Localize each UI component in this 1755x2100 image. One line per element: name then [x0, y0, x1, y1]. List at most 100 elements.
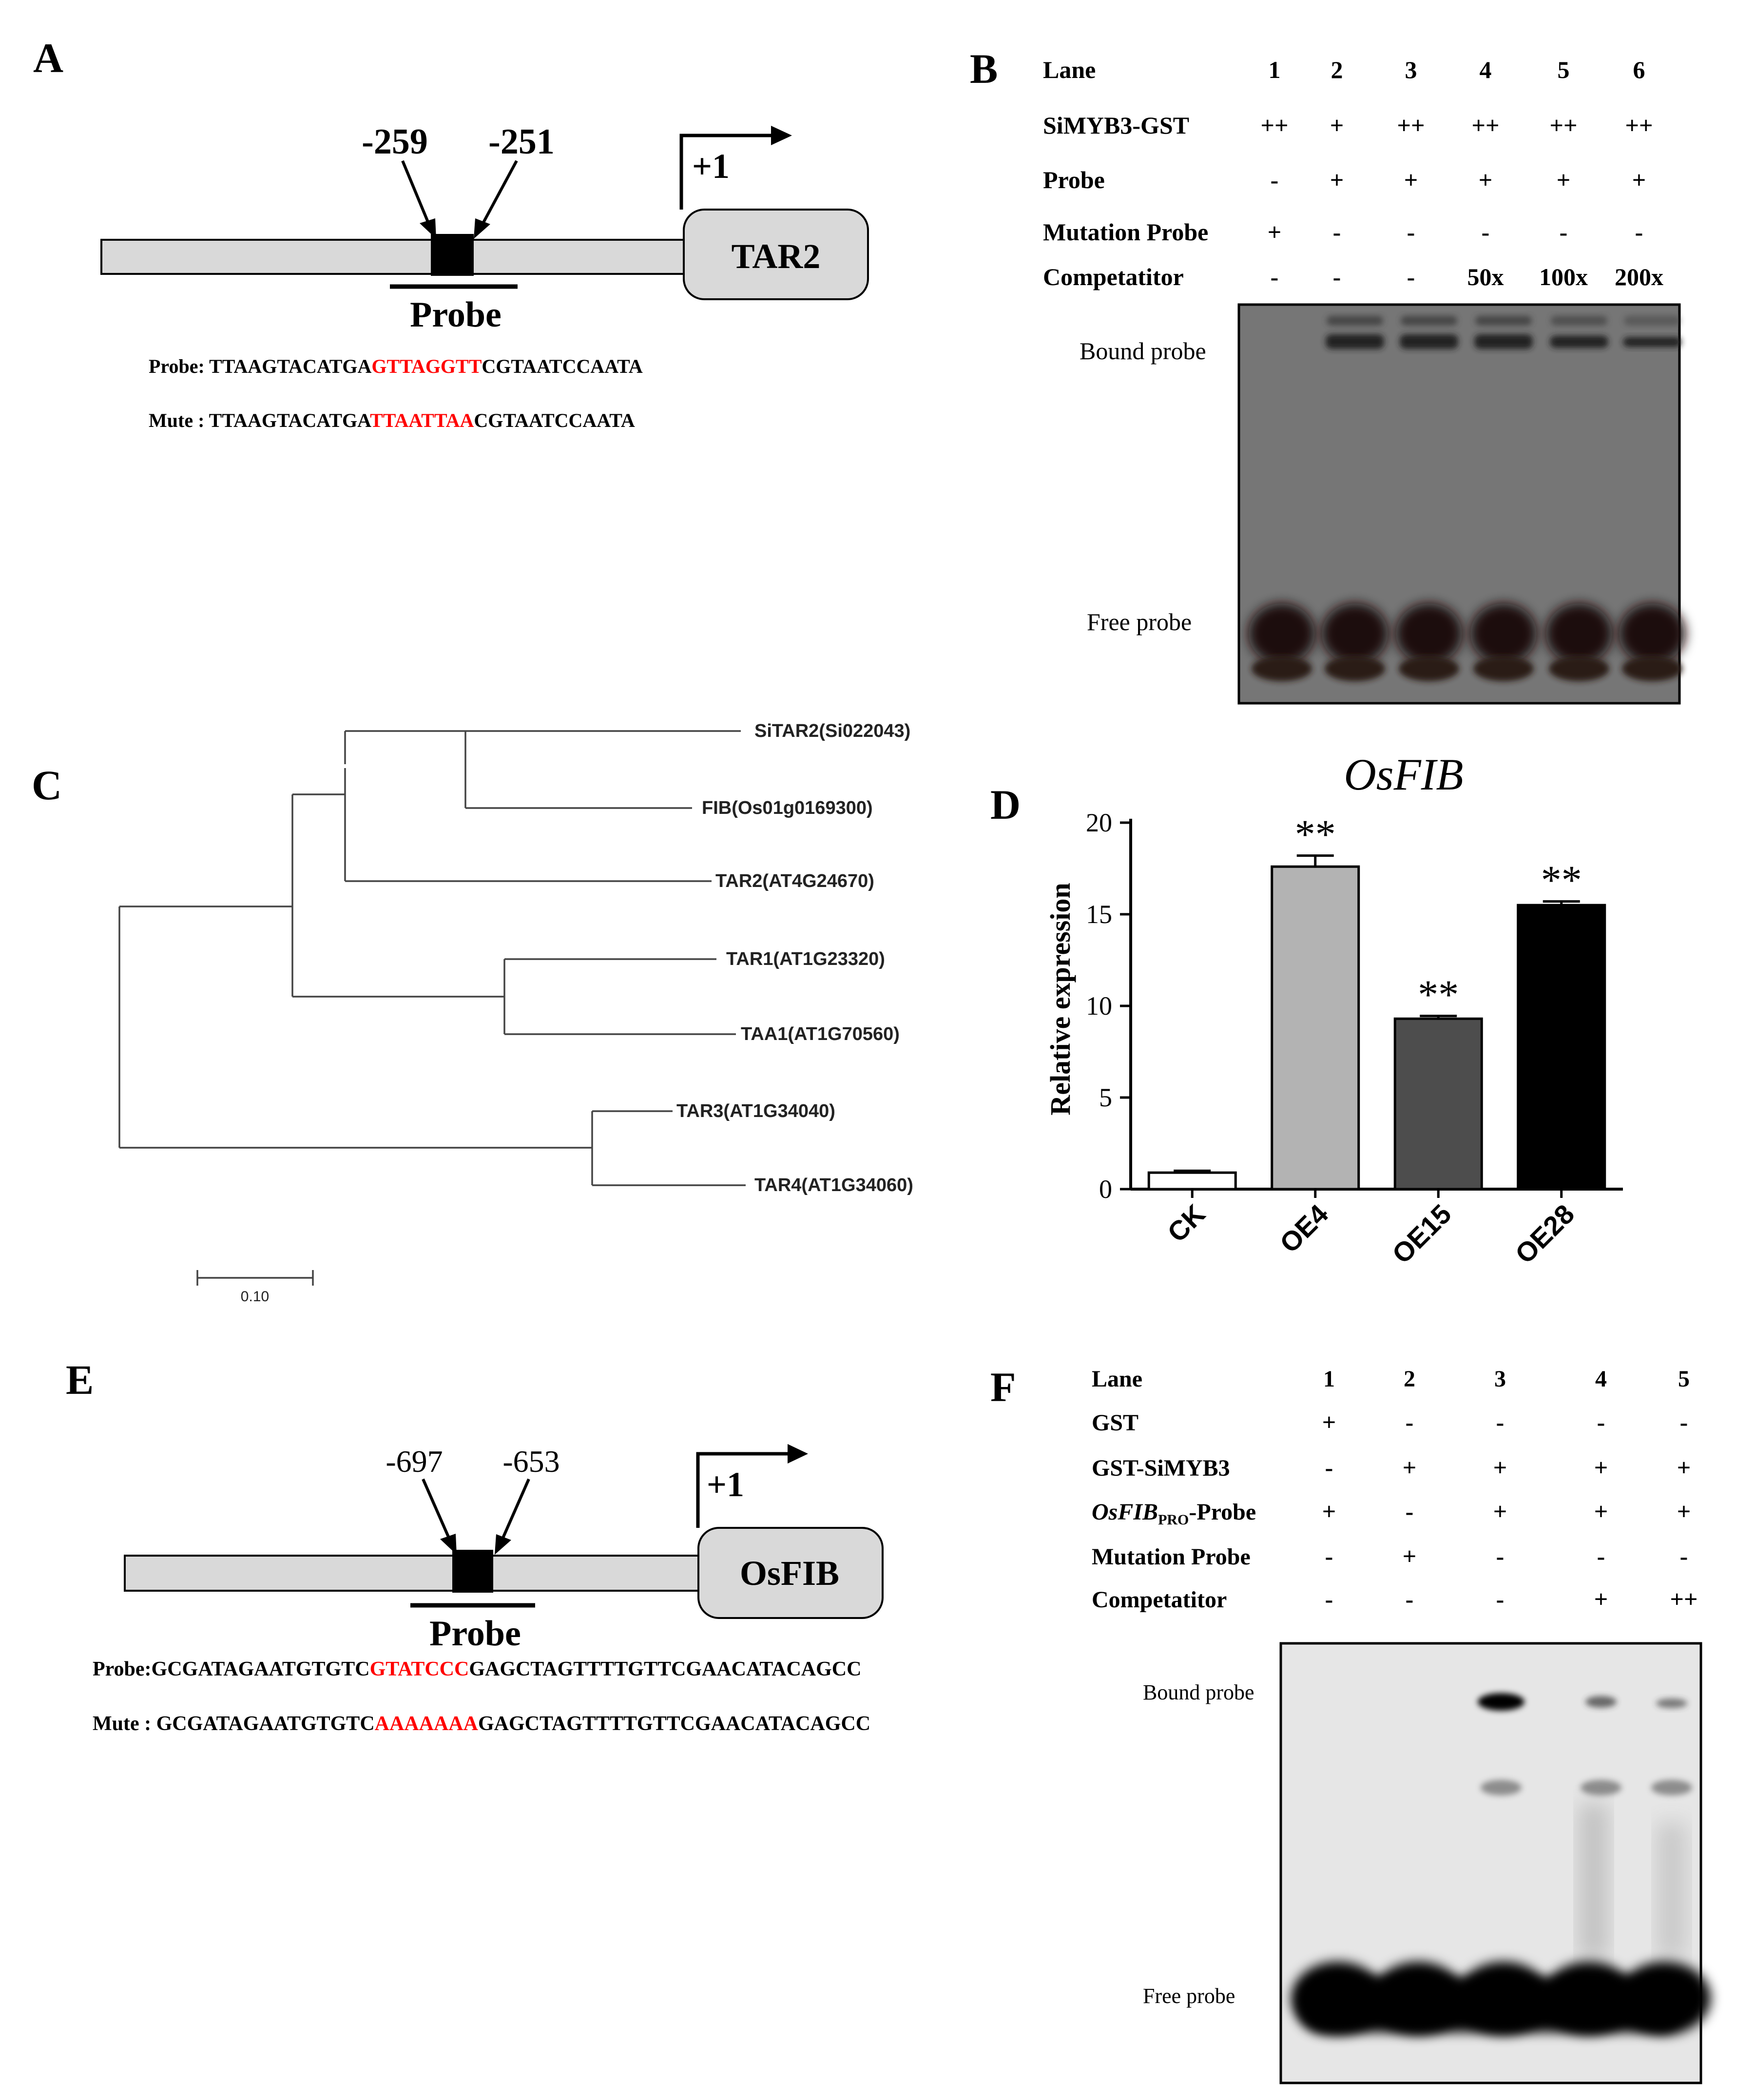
panel-f-cell: - [1597, 1542, 1605, 1570]
panel-d: D OsFIB Relative expression 05101520CK**… [990, 750, 1623, 1270]
panel-f-cell: + [1594, 1498, 1608, 1525]
panel-b-row-label: Lane [1043, 56, 1096, 83]
panel-f-cell: ++ [1670, 1585, 1698, 1613]
panel-f-cell: - [1680, 1542, 1688, 1570]
panel-b-cell: - [1635, 218, 1643, 246]
panel-b-free-band [1619, 603, 1685, 664]
panel-c-tree-gap [342, 764, 356, 768]
panel-f-bound-band [1656, 1698, 1687, 1708]
panel-e-pos-right: -653 [502, 1444, 559, 1479]
panel-f-lane-number: 4 [1595, 1366, 1607, 1392]
panel-b-free-band [1470, 603, 1537, 664]
panel-f-cell: - [1496, 1408, 1504, 1436]
panel-f-lane-number: 1 [1323, 1366, 1335, 1392]
panel-f-cell: + [1677, 1498, 1691, 1525]
panel-c-scale-label: 0.10 [241, 1289, 269, 1305]
panel-f-cell: - [1325, 1542, 1333, 1570]
panel-b-bound-band [1400, 334, 1458, 349]
tree-leaf-fib: FIB(Os01g0169300) [702, 798, 873, 818]
panel-b-free-band-lower [1622, 656, 1682, 681]
panel-b-free-band-lower [1549, 656, 1609, 681]
panel-b-cell: ++ [1472, 112, 1500, 139]
chart-y-tick-label: 5 [1099, 1083, 1112, 1112]
tree-leaf-tar2: TAR2(AT4G24670) [715, 871, 874, 891]
panel-f-mid-band [1581, 1780, 1621, 1795]
tree-leaf-tar1: TAR1(AT1G23320) [726, 949, 885, 969]
panel-f-cell: + [1594, 1585, 1608, 1613]
panel-e-promoter-bar [124, 1555, 718, 1592]
panel-f-lane-number: 3 [1494, 1366, 1506, 1392]
panel-b-free-band-lower [1473, 656, 1534, 681]
panel-f-free-label: Free probe [1143, 1984, 1235, 2008]
panel-b-cell: - [1333, 263, 1341, 290]
panel-f-lane-number: 5 [1678, 1366, 1690, 1392]
panel-b-lane-number: 3 [1405, 56, 1417, 83]
panel-a-gene-name: TAR2 [732, 237, 821, 276]
panel-f-row-probe: OsFIBPRO-Probe [1092, 1499, 1256, 1528]
panel-b-free-band-lower [1399, 656, 1459, 681]
panel-c-label: C [32, 762, 62, 809]
panel-b-lane-number: 1 [1269, 56, 1281, 83]
panel-f-cell: - [1496, 1542, 1504, 1570]
panel-d-label: D [990, 781, 1021, 828]
chart-bar [1393, 1017, 1483, 1191]
panel-a-mute-sequence: Mute : TTAAGTACATGATTAATTAACGTAATCCAATA [149, 409, 635, 431]
chart-x-tick-label: CK [1161, 1198, 1211, 1248]
panel-f: F Lane GST GST-SiMYB3 OsFIBPRO-Probe Mut… [990, 1364, 1711, 2084]
panel-f-free-lane [1372, 1962, 1465, 2035]
panel-b-row-label: Probe [1043, 166, 1105, 193]
panel-a-tss-label: +1 [692, 147, 730, 186]
panel-a-right-arrow [481, 160, 518, 225]
panel-f-cell: + [1594, 1454, 1608, 1481]
panel-f-free-lane [1618, 1962, 1711, 2035]
panel-b-cell: - [1482, 218, 1490, 246]
panel-a: A TAR2 +1 -259 -251 Probe Probe: TTAAGTA… [33, 35, 869, 431]
panel-e-pos-left: -697 [386, 1444, 443, 1479]
panel-b-bound-band [1474, 334, 1533, 349]
panel-f-cell: - [1496, 1585, 1504, 1613]
panel-f-mid-band [1651, 1780, 1692, 1795]
panel-b-free-band-lower [1252, 656, 1312, 681]
chart-x-tick-label: OE4 [1273, 1198, 1334, 1259]
tree-leaf-sitar2: SiTAR2(Si022043) [754, 721, 910, 741]
panel-f-cell: - [1325, 1585, 1333, 1613]
panel-b-cell: 200x [1615, 263, 1663, 290]
panel-b-bands [1249, 316, 1685, 681]
panel-e-right-arrow [501, 1478, 530, 1541]
panel-b-cell: - [1560, 218, 1568, 246]
panel-e-right-arrowhead [495, 1534, 511, 1555]
chart-significance-label: ** [1418, 972, 1459, 1018]
panel-f-cell: - [1406, 1585, 1414, 1613]
panel-b-cell: - [1407, 263, 1415, 290]
panel-b-bound-band [1623, 337, 1681, 347]
panel-f-label: F [990, 1364, 1016, 1410]
panel-c-leaf-labels: SiTAR2(Si022043) FIB(Os01g0169300) TAR2(… [676, 721, 913, 1195]
panel-e-left-arrow [422, 1478, 451, 1541]
panel-b-upper-band [1401, 316, 1457, 326]
tree-leaf-tar3: TAR3(AT1G34040) [676, 1101, 835, 1121]
panel-f-row-gst-simyb3: GST-SiMYB3 [1092, 1455, 1230, 1481]
panel-b-free-band-lower [1325, 656, 1385, 681]
panel-f-lane-number: 2 [1404, 1366, 1415, 1392]
panel-b-cell: ++ [1397, 112, 1425, 139]
panel-c: C SiTAR2(Si022043) FIB(Os01g0169300) [32, 721, 913, 1305]
chart-bar [1271, 865, 1360, 1191]
panel-c-scale-bar [196, 1270, 314, 1286]
panel-b-row-label: Mutation Probe [1043, 218, 1208, 246]
panel-e-tss-arrowhead [788, 1444, 808, 1464]
panel-e-label: E [66, 1356, 94, 1403]
panel-b-cell: - [1271, 263, 1279, 290]
panel-f-mid-band [1481, 1780, 1522, 1795]
chart-y-tick-label: 10 [1086, 991, 1112, 1021]
panel-b-cell: ++ [1625, 112, 1653, 139]
chart-bar [1517, 904, 1606, 1191]
panel-a-pos-left: -259 [362, 122, 428, 162]
panel-b-cell: + [1632, 166, 1646, 193]
panel-f-cell: + [1403, 1454, 1417, 1481]
panel-a-motif-box [431, 234, 474, 276]
panel-b-lane-number: 4 [1480, 56, 1492, 83]
